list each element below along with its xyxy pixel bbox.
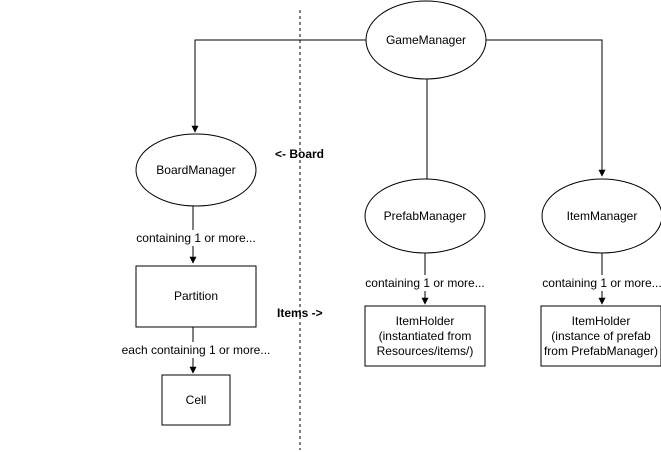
item-holder-left-line2: (instantiated from xyxy=(379,329,472,343)
node-cell: Cell xyxy=(161,374,231,426)
edge-label-prefab-holder: containing 1 or more... xyxy=(365,276,484,290)
node-prefab-manager: PrefabManager xyxy=(364,178,486,254)
node-board-manager: BoardManager xyxy=(135,133,257,207)
board-manager-label: BoardManager xyxy=(156,163,235,177)
item-holder-left-line3: Resources/items/) xyxy=(377,344,474,358)
item-holder-right-title: ItemHolder xyxy=(572,314,631,328)
edge-label-item-holder: containing 1 or more... xyxy=(542,276,661,290)
item-manager-label: ItemManager xyxy=(567,209,638,223)
edge-game-to-board xyxy=(191,39,366,133)
item-holder-right-line2: (instance of prefab xyxy=(551,329,651,343)
node-item-manager: ItemManager xyxy=(541,178,661,254)
node-item-holder-left: ItemHolder (instantiated from Resources/… xyxy=(364,305,486,367)
edge-label-board-partition: containing 1 or more... xyxy=(136,231,255,245)
item-holder-left-title: ItemHolder xyxy=(396,314,455,328)
node-partition: Partition xyxy=(135,265,257,328)
prefab-manager-label: PrefabManager xyxy=(384,209,467,223)
item-holder-right-line3: from PrefabManager) xyxy=(544,344,658,358)
partition-label: Partition xyxy=(174,289,218,303)
cell-label: Cell xyxy=(186,393,207,407)
edge-label-partition-cell: each containing 1 or more... xyxy=(122,343,271,357)
game-manager-label: GameManager xyxy=(386,33,466,47)
items-annotation: Items -> xyxy=(277,306,323,320)
node-item-holder-right: ItemHolder (instance of prefab from Pref… xyxy=(540,305,661,367)
board-annotation: <- Board xyxy=(275,147,324,161)
node-game-manager: GameManager xyxy=(365,0,487,80)
edge-game-to-item-manager xyxy=(486,39,606,177)
